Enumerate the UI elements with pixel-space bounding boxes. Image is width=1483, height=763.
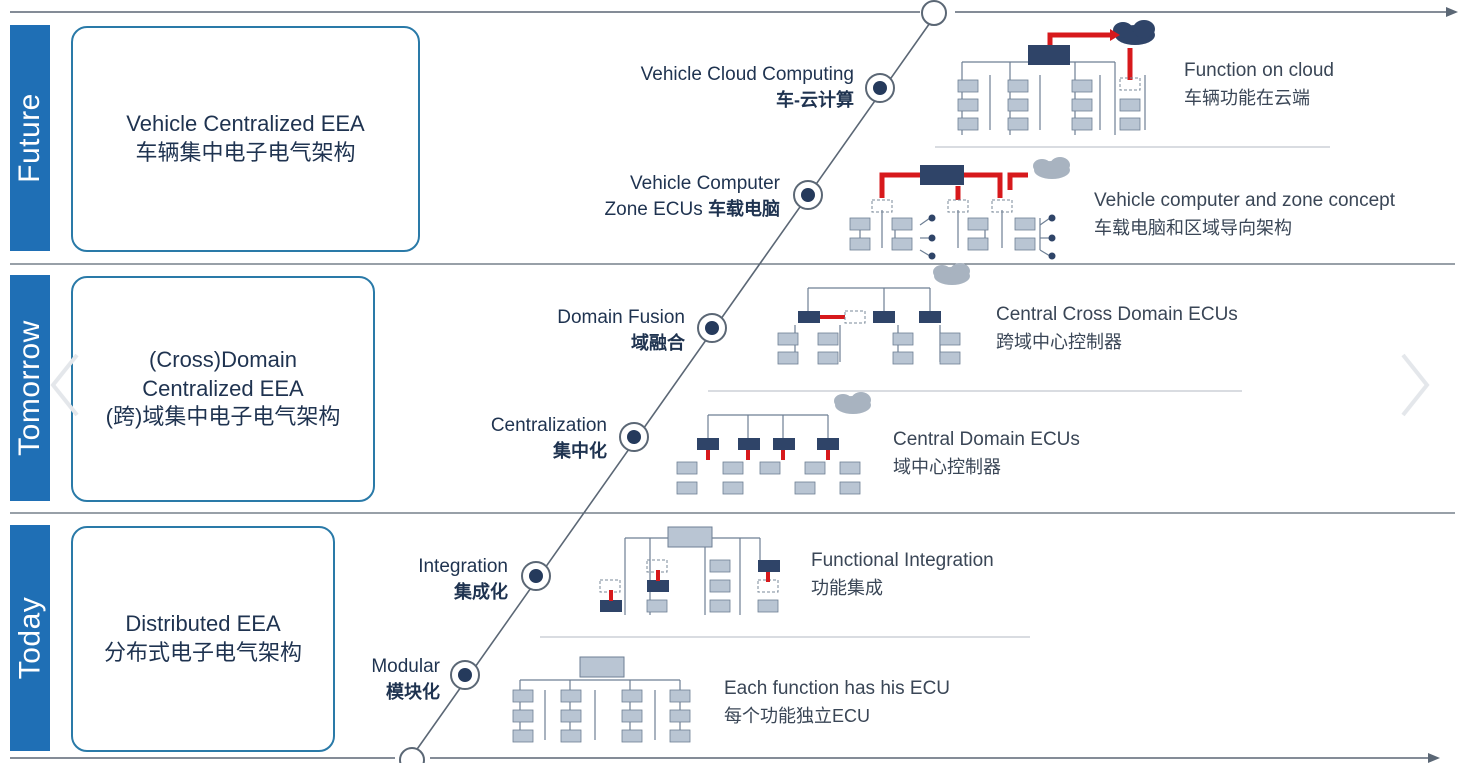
band-tomorrow: Tomorrow bbox=[10, 275, 50, 501]
era-box-distributed: Distributed EEA 分布式电子电气架构 bbox=[71, 526, 335, 752]
era-box-domain-centralized: (Cross)Domain Centralized EEA (跨)域集中电子电气… bbox=[71, 276, 375, 502]
era-title-en: Vehicle Centralized EEA bbox=[126, 111, 365, 137]
era-title-cn: 车辆集中电子电气架构 bbox=[135, 140, 356, 165]
stage-label-vehicle-computer: Vehicle Computer Zone ECUs 车载电脑 bbox=[604, 173, 780, 220]
era-title-en: Distributed EEA bbox=[125, 611, 281, 637]
timeline-start-node bbox=[399, 747, 425, 763]
era-title-en-1: (Cross)Domain bbox=[149, 347, 297, 373]
bottom-arrowhead bbox=[1428, 753, 1440, 763]
chevron-right-icon[interactable] bbox=[1395, 350, 1435, 420]
band-future: Future bbox=[10, 25, 50, 251]
era-title-cn: 分布式电子电气架构 bbox=[103, 640, 302, 665]
era-title-cn: (跨)域集中电子电气架构 bbox=[105, 404, 341, 430]
era-box-vehicle-centralized: Vehicle Centralized EEA 车辆集中电子电气架构 bbox=[71, 26, 420, 252]
timeline-line bbox=[407, 19, 933, 763]
era-title-en-2: Centralized EEA bbox=[142, 375, 304, 401]
top-arrowhead bbox=[1446, 7, 1458, 17]
band-today: Today bbox=[10, 525, 50, 751]
chevron-left-icon[interactable] bbox=[45, 350, 85, 420]
timeline-end-node bbox=[921, 0, 947, 26]
